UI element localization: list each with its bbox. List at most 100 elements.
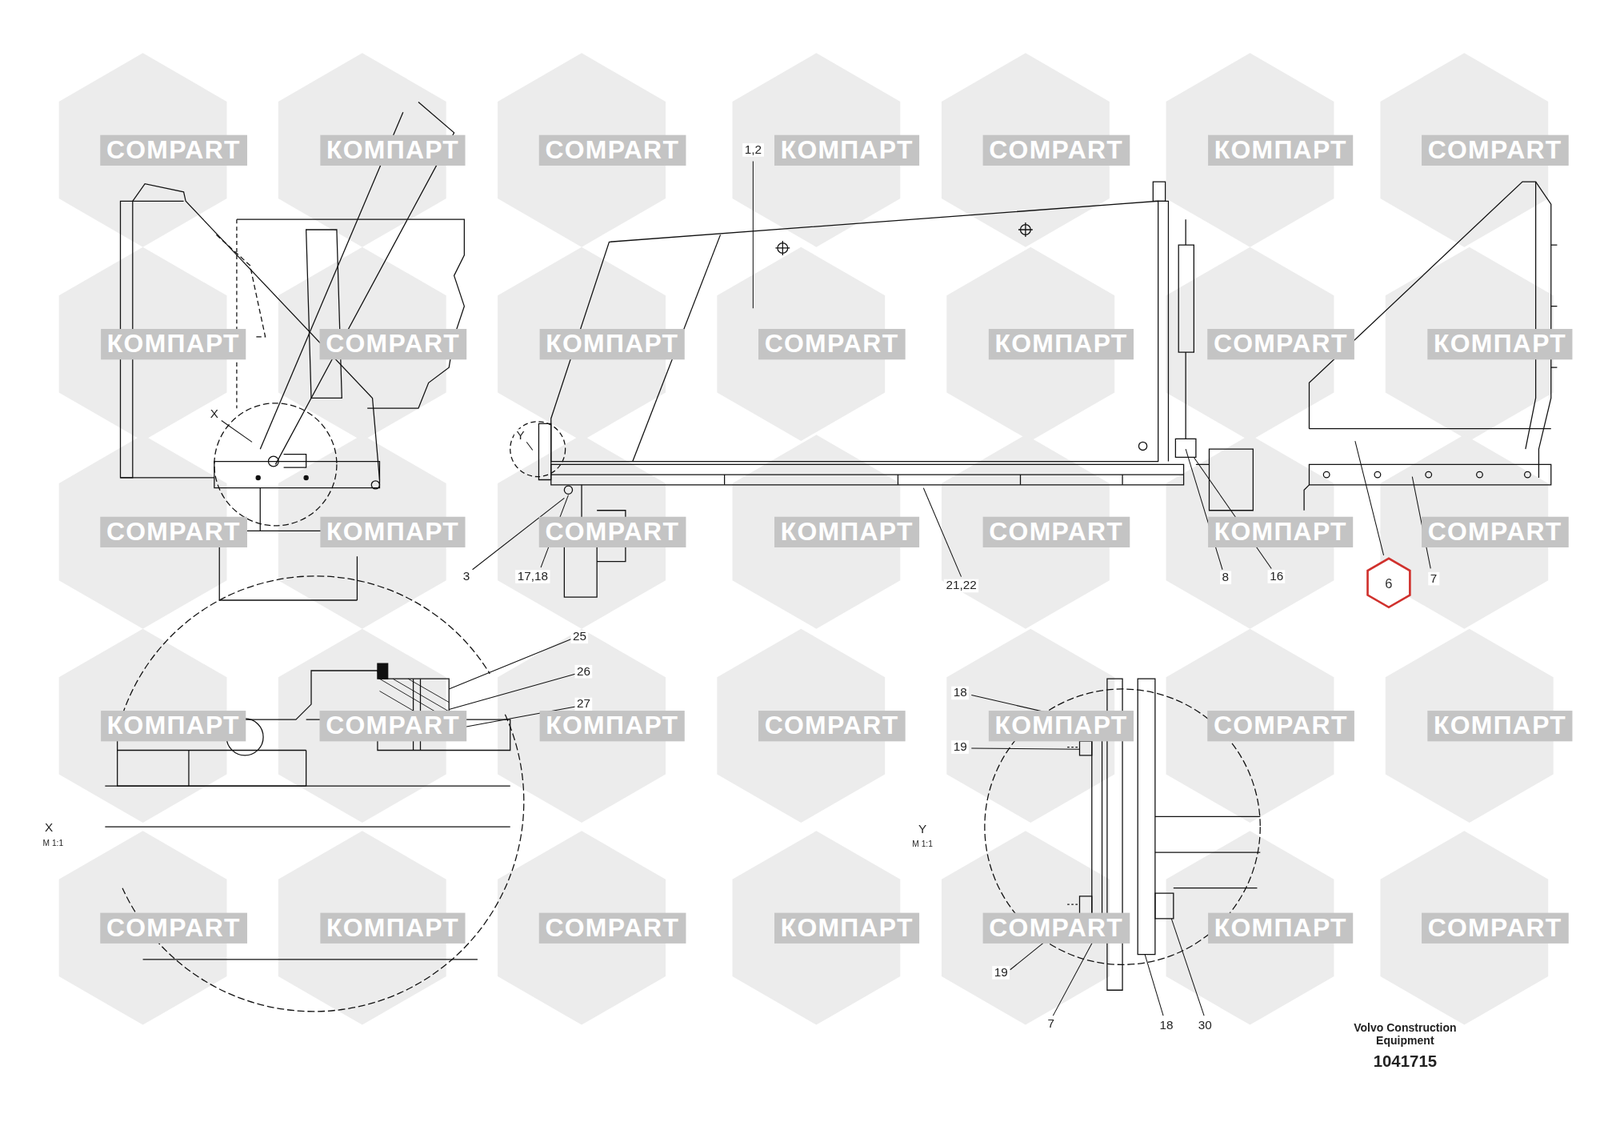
drawing-line [1525,181,1536,449]
drawing-line [214,403,337,526]
drawing-line [1137,678,1156,954]
watermark-text: COMPART [100,516,247,548]
watermark-text: COMPART [1421,135,1568,166]
callout-number: 7 [1428,572,1440,586]
watermark-text: КОМПАРТ [320,912,465,944]
drawing-line [377,663,388,679]
detail-x [104,576,524,1012]
drawing-line [120,476,215,478]
watermark-text: КОМПАРТ [988,710,1134,741]
drawing-line [551,464,1184,485]
drawing-line [448,638,572,689]
callout-number: X [43,820,56,835]
drawing-line [775,240,790,256]
drawing-line [1155,892,1174,919]
callout-number: 16 [1268,569,1286,584]
drawing-line [216,234,265,337]
watermark-text: COMPART [1207,710,1354,741]
callout-number: Y [514,428,527,443]
drawing-line [117,749,307,786]
watermark-text: COMPART [1207,328,1354,360]
drawing-line [564,485,572,494]
watermark-text: КОМПАРТ [774,516,920,548]
drawing-line [122,576,524,1012]
callout-number: M 1:1 [40,839,66,848]
watermark-text: КОМПАРТ [100,328,246,360]
drawing-line [1152,181,1165,201]
drawing-line [1178,219,1194,439]
drawing-line [538,423,551,480]
callout-number: 8 [1220,571,1232,585]
drawing-line [236,219,464,408]
callout-hexagon: 6 [1362,556,1416,609]
drawing-line [221,420,252,443]
drawing-line [268,456,279,467]
drawing-line [1138,441,1147,450]
drawing-line [1067,747,1080,904]
drawing-line [971,748,1080,749]
watermark-text: КОМПАРТ [1427,328,1572,360]
watermark-text: КОМПАРТ [1208,912,1353,944]
drawing-line [1308,464,1551,485]
drawing-line [1144,954,1164,1016]
watermark-text: КОМПАРТ [320,135,465,166]
watermark-text: COMPART [539,516,686,548]
callout-number: 17,18 [515,569,550,584]
drawing-line [1171,918,1204,1016]
callout-number: X [208,407,220,421]
callout-number: 6 [1384,575,1392,591]
callout-number: 18 [1157,1018,1176,1032]
drawing-line [1308,428,1551,429]
drawing-line [214,461,380,488]
watermark-text: КОМПАРТ [100,710,246,741]
watermark-text: КОМПАРТ [774,912,920,944]
drawing-line [1304,484,1309,511]
drawing-line [1193,456,1272,568]
drawing-line [1425,471,1432,478]
watermark-text: КОМПАРТ [1208,135,1353,166]
watermark-text: COMPART [983,135,1130,166]
drawing-line [284,454,307,468]
watermark-text: КОМПАРТ [1427,710,1572,741]
callout-number: 3 [460,569,472,584]
hexagon-shape [1368,558,1411,608]
watermark-text: COMPART [1421,516,1568,548]
drawing-line [1323,471,1330,478]
callout-number: 19 [951,740,969,754]
drawing-line [306,229,343,398]
callout-number: M 1:1 [910,840,936,850]
watermark-text: COMPART [539,912,686,944]
watermark-text: COMPART [758,328,905,360]
leader-lines [221,161,1431,1016]
drawing-line [1524,471,1532,478]
callout-number: 30 [1196,1018,1214,1032]
drawing-line [526,441,533,450]
drawing-line [551,473,1184,475]
drawing-line [1374,471,1381,478]
watermark-text: COMPART [539,135,686,166]
drawing-line [371,480,380,489]
watermark-text: КОМПАРТ [1208,516,1353,548]
drawing-line [304,475,308,480]
drawing-line [1355,440,1384,556]
drawing-line [1158,200,1169,461]
drawing-line [724,474,1123,485]
watermark-text: COMPART [1421,912,1568,944]
middle-view [510,181,1254,597]
drawing-line [236,219,237,408]
watermark-text: КОМПАРТ [774,135,920,166]
drawing-line [1155,816,1260,888]
watermark-text: COMPART [983,912,1130,944]
drawing-line [752,161,754,309]
watermark-text: COMPART [983,516,1130,548]
callout-number: 21,22 [944,579,979,593]
watermark-text: COMPART [100,912,247,944]
drawing-line [1018,222,1033,237]
callout-number: 19 [992,965,1010,980]
drawing-line [256,475,260,480]
callout-number: 27 [575,697,593,712]
drawing-line [1079,740,1092,914]
